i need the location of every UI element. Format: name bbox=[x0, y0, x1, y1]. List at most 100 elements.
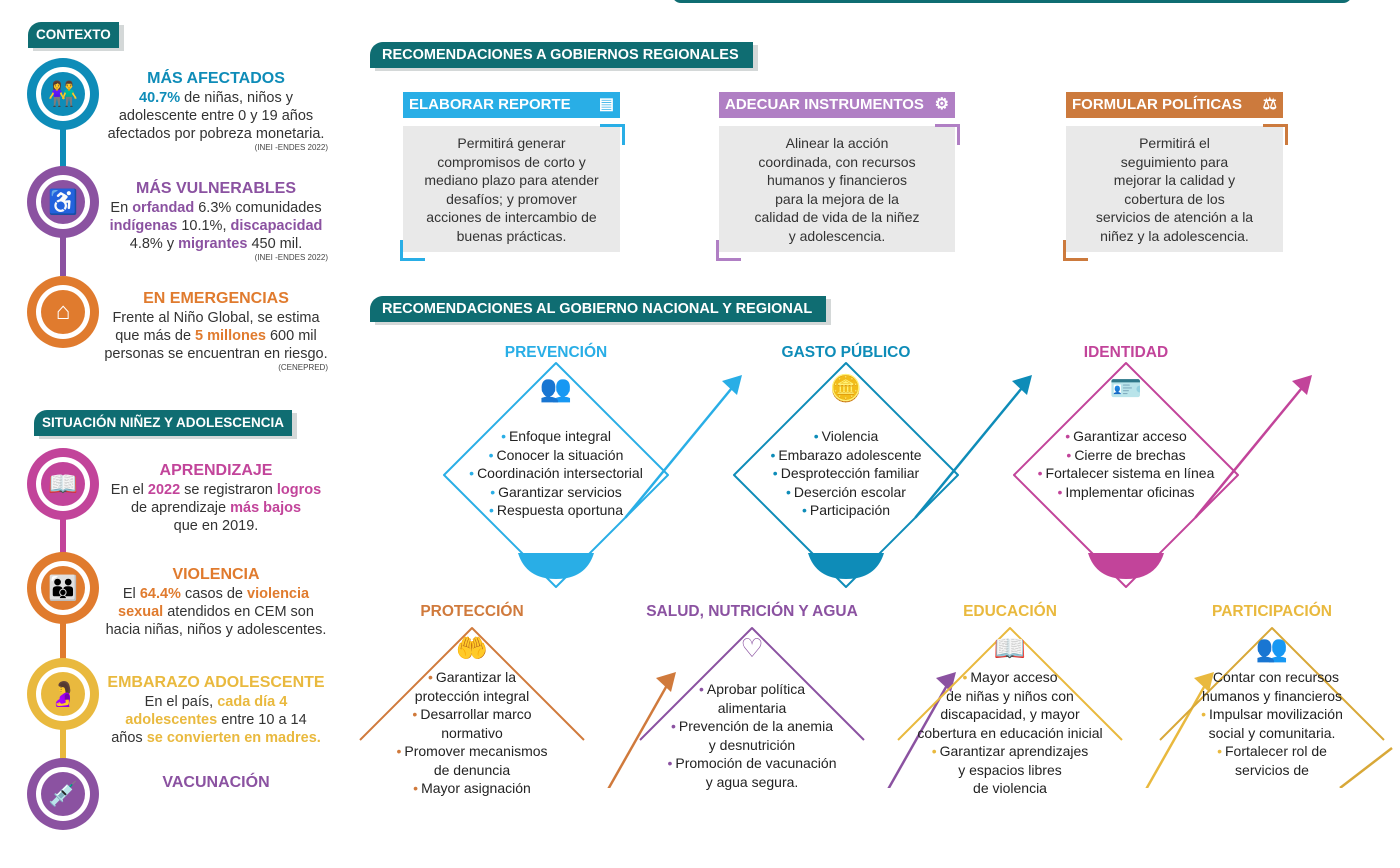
card-line: mediano plazo para atender bbox=[424, 172, 599, 188]
list-item: servicios de bbox=[1235, 761, 1309, 778]
context-item-source: (INEI -ENDES 2022) bbox=[254, 253, 328, 262]
context-item-line: que en 2019. bbox=[173, 518, 259, 534]
pin-marker: 📖 bbox=[27, 448, 99, 558]
list-item: Promoción de vacunación bbox=[642, 754, 862, 773]
arrow-head bbox=[1292, 375, 1312, 395]
context-item-title: EN EMERGENCIAS bbox=[143, 290, 289, 307]
list-item: Cierre de brechas bbox=[1021, 446, 1231, 465]
diamond-list: Garantizar accesoCierre de brechasFortal… bbox=[1021, 427, 1231, 501]
list-item: de denuncia bbox=[433, 761, 511, 778]
card-corner-accent bbox=[935, 124, 960, 145]
card-line: cobertura de los bbox=[1124, 190, 1225, 207]
card-title: ADECUAR INSTRUMENTOS bbox=[725, 96, 924, 113]
context-item-source: (INEI -ENDES 2022) bbox=[254, 143, 328, 152]
list-item: Impulsar movilización bbox=[1162, 705, 1382, 724]
pin-marker: 👫 bbox=[27, 58, 99, 168]
diamond-title: GASTO PÚBLICO bbox=[781, 344, 911, 361]
context-item-line: 4.8% y migrantes 450 mil. bbox=[129, 236, 303, 252]
list-item: Promover mecanismos bbox=[362, 742, 582, 761]
list-item: Desprotección familiar bbox=[741, 464, 951, 483]
card-line: seguimiento para bbox=[1120, 153, 1229, 170]
pin-marker: 👪 bbox=[27, 552, 99, 662]
list-item: Implementar oficinas bbox=[1021, 483, 1231, 502]
card-line: para la mejora de la bbox=[775, 190, 899, 207]
children-icon: 👫 bbox=[41, 72, 85, 116]
diamond-title: EDUCACIÓN bbox=[963, 603, 1057, 620]
list-item: Participación bbox=[741, 501, 951, 520]
list-item: Conocer la situación bbox=[451, 446, 661, 465]
card-line: mejorar la calidad y bbox=[1113, 172, 1236, 188]
list-item: Garantizar la bbox=[362, 668, 582, 687]
list-item: Aprobar política bbox=[642, 680, 862, 699]
diamond-title: SALUD, NUTRICIÓN Y AGUA bbox=[646, 603, 858, 620]
context-item-line: 40.7% de niñas, niños y bbox=[139, 90, 293, 106]
context-item-line: adolescentes entre 10 a 14 bbox=[125, 712, 307, 728]
list-item: Embarazo adolescente bbox=[741, 446, 951, 465]
diamond-bowl bbox=[518, 553, 594, 579]
list-item: Contar con recursos bbox=[1162, 668, 1382, 687]
context-item-line: personas se encuentran en riesgo. bbox=[104, 346, 328, 362]
list-item: Coordinación intersectorial bbox=[451, 464, 661, 483]
context-item-line: sexual atendidos en CEM son bbox=[118, 604, 314, 620]
list-item: Garantizar servicios bbox=[451, 483, 661, 502]
arrow-head bbox=[722, 375, 742, 395]
context-item-title: VACUNACIÓN bbox=[162, 774, 270, 791]
context-item-line: El 64.4% casos de violencia bbox=[122, 586, 310, 602]
context-item: VACUNACIÓN bbox=[104, 774, 328, 793]
list-item: Fortalecer rol de bbox=[1162, 742, 1382, 761]
list-item: Prevención de la anemia bbox=[642, 717, 862, 736]
arrow-line bbox=[1339, 747, 1393, 788]
list-item: humanos y financieros bbox=[1201, 687, 1343, 704]
diamond-title: PROTECCIÓN bbox=[420, 603, 524, 620]
card-title: FORMULAR POLÍTICAS bbox=[1072, 96, 1242, 113]
diamond-outline bbox=[1159, 627, 1385, 741]
context-item-title: MÁS VULNERABLES bbox=[135, 180, 296, 197]
card-line: y adolescencia. bbox=[788, 227, 886, 244]
diamond-list: ViolenciaEmbarazo adolescenteDesprotecci… bbox=[741, 427, 951, 520]
diamond-title: PARTICIPACIÓN bbox=[1212, 603, 1332, 620]
context-item-line: de aprendizaje más bajos bbox=[130, 500, 302, 516]
flood-house-icon: ⌂ bbox=[41, 290, 85, 334]
card-line: compromisos de corto y bbox=[437, 153, 586, 170]
diamond-title: PREVENCIÓN bbox=[504, 344, 608, 361]
card-line: humanos y financieros bbox=[766, 172, 908, 188]
card-corner-accent bbox=[400, 240, 425, 261]
coins-icon: 🪙 bbox=[829, 373, 863, 403]
arrow-line bbox=[607, 679, 672, 788]
list-item: Deserción escolar bbox=[741, 483, 951, 502]
report-icon: ▤ bbox=[598, 96, 614, 113]
card-line: buenas prácticas. bbox=[456, 227, 567, 244]
group-icon: 👥 bbox=[1255, 633, 1289, 663]
heart-plus-icon: ♡ bbox=[740, 633, 764, 663]
diamond-title: IDENTIDAD bbox=[1083, 344, 1169, 361]
card-corner-accent bbox=[1263, 124, 1288, 145]
diamond-outline bbox=[359, 627, 585, 741]
diamond-bowl bbox=[1088, 553, 1164, 579]
card-line: Alinear la acción bbox=[785, 135, 889, 151]
card-line: niñez y la adolescencia. bbox=[1100, 227, 1249, 244]
card-corner-accent bbox=[716, 240, 741, 261]
pin-marker: ⌂ bbox=[27, 276, 99, 348]
context-item-title: MÁS AFECTADOS bbox=[147, 70, 285, 87]
pin-marker: ♿ bbox=[27, 166, 99, 276]
list-item: de violencia bbox=[973, 780, 1047, 796]
arrow-line bbox=[1145, 679, 1210, 788]
context-item-line: indígenas 10.1%, discapacidad bbox=[109, 218, 323, 234]
card-line: coordinada, con recursos bbox=[758, 153, 916, 170]
context-item-title: APRENDIZAJE bbox=[159, 462, 273, 479]
list-item: alimentaria bbox=[717, 699, 787, 716]
list-item: y desnutrición bbox=[708, 736, 796, 753]
wheelchair-icon: ♿ bbox=[41, 180, 85, 224]
list-item: Desarrollar marco bbox=[362, 705, 582, 724]
diamond-bowl bbox=[808, 553, 884, 579]
card-title: ELABORAR REPORTE bbox=[409, 96, 571, 113]
list-item: Mayor asignación bbox=[362, 779, 582, 798]
list-item: Garantizar acceso bbox=[1021, 427, 1231, 446]
